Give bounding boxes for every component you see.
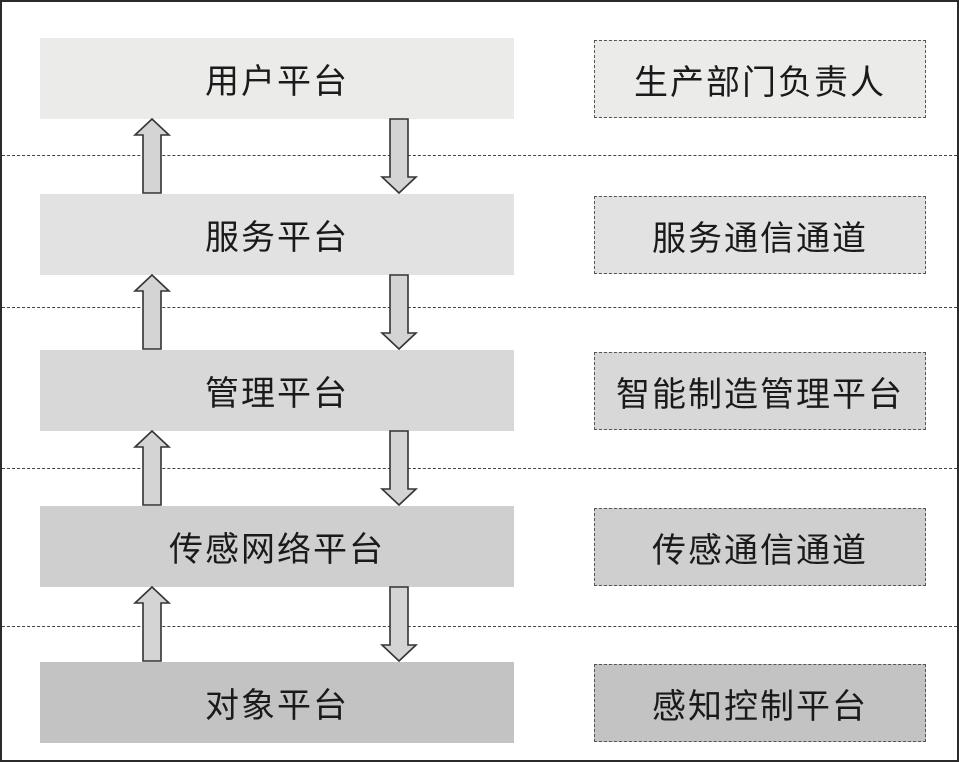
service-platform-box: 服务平台 [40,194,514,275]
sensor-channel-label: 传感通信通道 [652,530,868,571]
sensor-network-platform-label: 传感网络平台 [169,530,385,570]
up-arrow-management-to-service [132,273,172,350]
down-arrow-sensor-to-object [379,586,419,663]
management-platform-box: 管理平台 [40,350,514,431]
production-manager-label: 生产部门负责人 [634,62,886,103]
manufacturing-management-box: 智能制造管理平台 [594,352,926,430]
up-arrow-sensor-to-management [132,429,172,506]
service-channel-label: 服务通信通道 [652,218,868,259]
service-channel-box: 服务通信通道 [594,196,926,274]
service-platform-label: 服务平台 [205,218,349,258]
up-arrow-object-to-sensor [132,585,172,662]
sensor-channel-box: 传感通信通道 [594,508,926,586]
user-platform-label: 用户平台 [205,62,349,102]
perception-control-label: 感知控制平台 [652,686,868,727]
down-arrow-service-to-management [379,274,419,351]
up-arrow-service-to-user [132,117,172,194]
production-manager-box: 生产部门负责人 [594,40,926,118]
sensor-network-platform-box: 传感网络平台 [40,506,514,587]
layer-divider [2,155,957,156]
layer-divider [2,626,957,627]
object-platform-label: 对象平台 [205,686,349,726]
management-platform-label: 管理平台 [205,374,349,414]
user-platform-box: 用户平台 [40,38,514,119]
perception-control-box: 感知控制平台 [594,664,926,742]
layer-divider [2,468,957,469]
down-arrow-management-to-sensor [379,430,419,507]
manufacturing-management-label: 智能制造管理平台 [616,374,904,415]
layer-divider [2,307,957,308]
down-arrow-user-to-service [379,118,419,195]
object-platform-box: 对象平台 [40,662,514,743]
